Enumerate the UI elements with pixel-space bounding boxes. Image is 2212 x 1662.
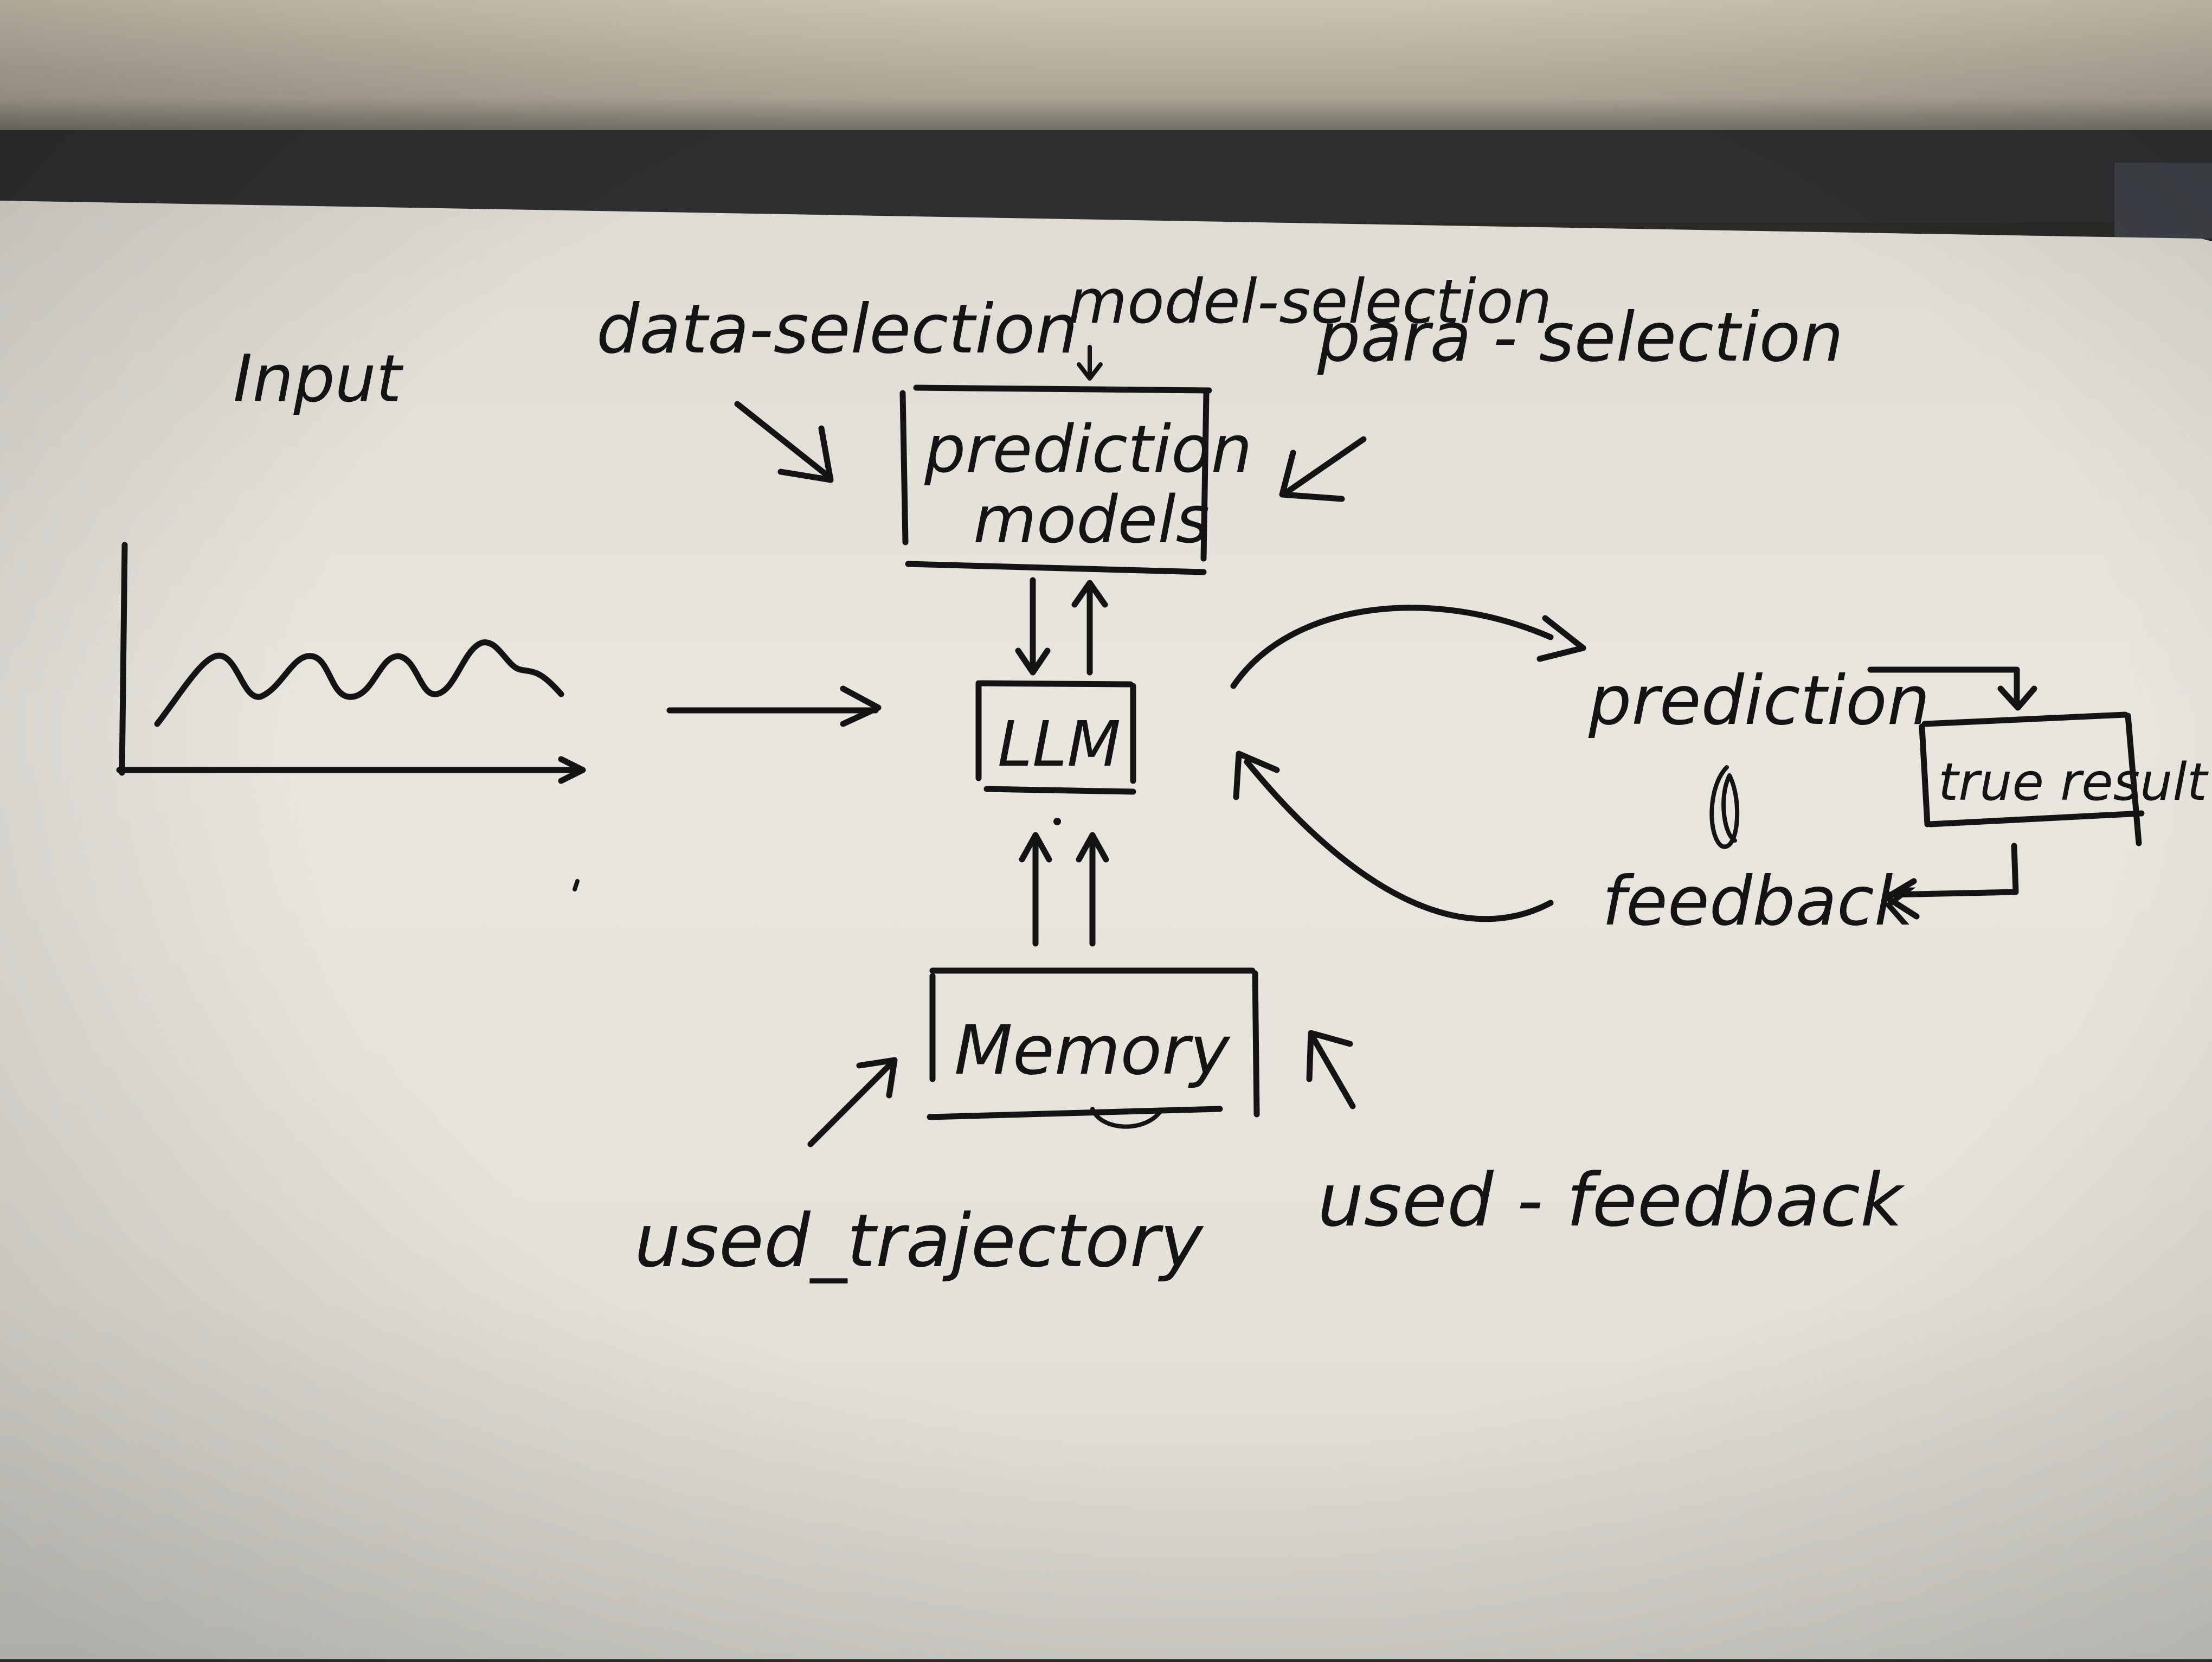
memory-box: [927, 967, 1260, 1129]
llm-label: LLM: [998, 708, 1121, 781]
input-series-sketch: [116, 542, 586, 784]
input-label: Input: [233, 342, 404, 417]
used-trajectory-label: used_trajectory: [634, 1198, 1204, 1284]
true-result-to-feedback-arrow: [1883, 843, 2019, 920]
feedback-to-llm-arrow: [1233, 750, 1554, 922]
para-selection-label: para - selection: [1317, 298, 1843, 377]
prediction-models-label-line1: prediction: [924, 412, 1252, 487]
memory-to-llm-arrow-left: [1019, 832, 1052, 947]
input-to-llm-arrow: [666, 685, 882, 727]
prediction-models-box: [899, 384, 1212, 575]
stray-mark: [573, 879, 580, 891]
sketch-wave: [154, 639, 564, 727]
sketch-y-axis: [119, 542, 128, 776]
llm-to-models-arrow: [1071, 580, 1108, 676]
model-selection-arrow: [1077, 345, 1103, 381]
model-selection-label: model-selection: [1068, 267, 1552, 337]
models-to-llm-arrow: [1015, 577, 1051, 676]
feedback-label: feedback: [1602, 862, 1916, 941]
memory-label: Memory: [954, 1011, 1231, 1090]
used-feedback-arrow: [1306, 1030, 1356, 1109]
llm-to-prediction-arrow: [1230, 605, 1586, 689]
data-selection-label: data-selection: [596, 290, 1078, 369]
used-trajectory-arrow: [807, 1057, 898, 1147]
prediction-models-label-line2: models: [973, 483, 1210, 558]
true-result-box: [1919, 711, 2145, 846]
data-selection-arrow: [734, 401, 834, 483]
prediction-label: prediction: [1588, 662, 1930, 740]
used-feedback-label: used - feedback: [1317, 1158, 1905, 1243]
memory-to-llm-arrow-right: [1076, 832, 1109, 947]
llm-box: [975, 680, 1136, 795]
scribble-mark: [1709, 765, 1740, 849]
para-selection-arrow: [1279, 436, 1367, 502]
prediction-to-true-result-arrow: [1867, 666, 2037, 711]
true-result-label: true result: [1938, 753, 2209, 812]
ink-dot: [1053, 818, 1061, 825]
